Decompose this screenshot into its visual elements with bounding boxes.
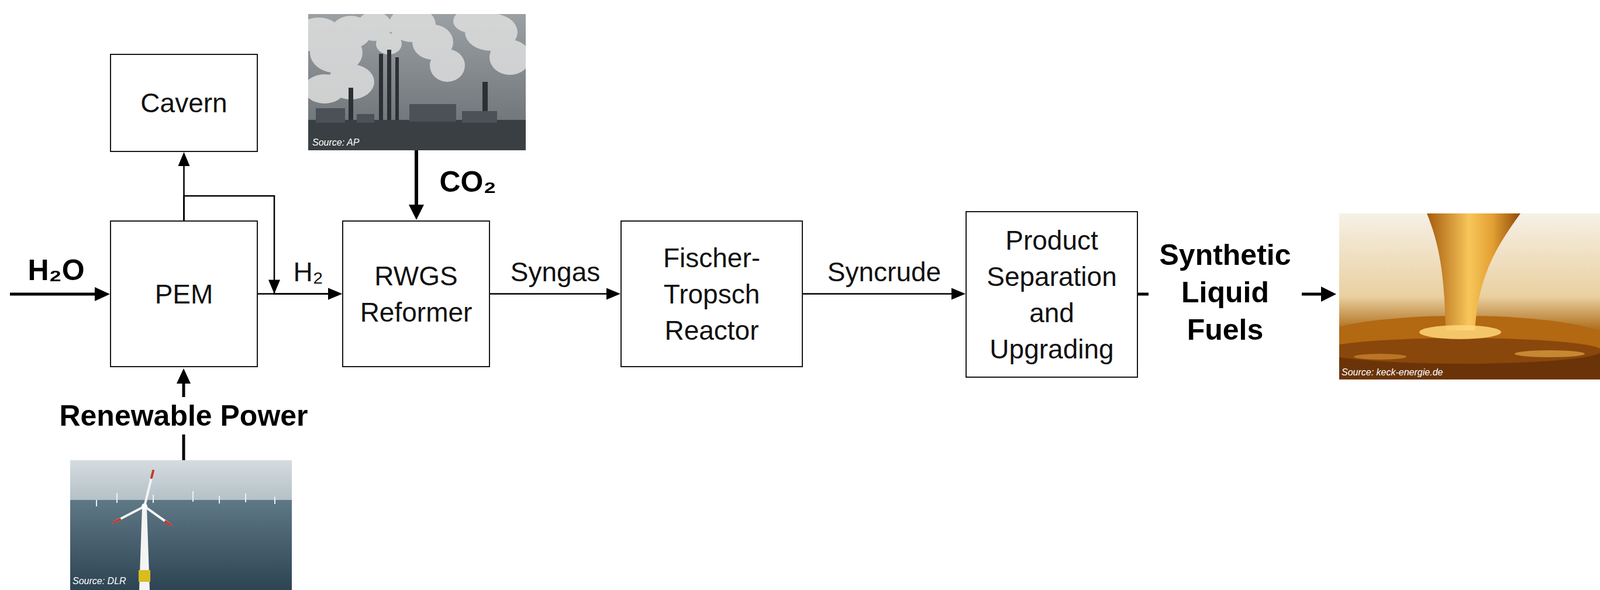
oil-photo (1339, 213, 1600, 380)
input-arrows-part (408, 204, 424, 220)
factory-photo-part-part (395, 57, 399, 131)
wind-turbine-photo-part (70, 460, 292, 502)
factory-photo-part-part (489, 39, 526, 75)
input-arrows-part (1321, 286, 1337, 302)
factory-photo-part-part (308, 74, 346, 104)
wind-turbine-photo-part-part (95, 500, 98, 507)
factory-photo-part-part (409, 104, 457, 122)
arrowhead (328, 288, 343, 300)
wind-turbine-photo-part-part (152, 494, 154, 503)
input-arrows-part (414, 150, 419, 210)
wind-turbine-photo-part (138, 570, 151, 582)
input-label: H₂O (27, 251, 85, 289)
connector (490, 288, 621, 300)
input-arrows-part (94, 287, 110, 302)
oil-photo-part (1353, 353, 1407, 360)
connector (802, 288, 966, 300)
photo-credit: Source: DLR (72, 576, 127, 587)
arrowhead (951, 288, 966, 300)
process-box: Fischer-Tropsch Reactor (620, 220, 803, 368)
box-label: Product Separation and Upgrading (973, 222, 1130, 368)
process-box: RWGS Reformer (342, 220, 491, 368)
oil-photo-part (1426, 213, 1521, 331)
wind-turbine-photo-part (114, 470, 171, 526)
storage-box: Cavern (109, 53, 258, 153)
input-label: Renewable Power (55, 397, 312, 435)
wind-turbine-photo-part-part (245, 493, 247, 503)
box-label: RWGS Reformer (350, 257, 482, 331)
factory-photo-part (308, 14, 526, 104)
arrowhead (268, 280, 281, 295)
factory-photo (308, 14, 526, 151)
input-label: CO₂ (439, 163, 496, 201)
factory-photo-part (315, 104, 498, 123)
oil-photo-part (1514, 350, 1585, 358)
oil-photo-part (1419, 325, 1502, 340)
wind-turbine-photo-part-part (114, 519, 120, 523)
wind-turbine-photo-part (141, 503, 148, 510)
wind-turbine-photo-part-part (144, 506, 171, 526)
wind-turbine-photo-part (96, 491, 275, 507)
wind-turbine-photo (70, 460, 292, 590)
wind-turbine-photo-part-part (274, 497, 276, 505)
output-label: Synthetic Liquid Fuels (1148, 236, 1302, 349)
arrowhead (328, 288, 343, 300)
wind-turbine-photo-part-part (144, 470, 154, 507)
process-box: Product Separation and Upgrading (965, 211, 1139, 378)
factory-photo-part-part (356, 114, 375, 123)
photo-credit: Source: keck-energie.de (1341, 367, 1443, 378)
factory-photo-part-part (429, 49, 465, 82)
connector-line (490, 292, 614, 295)
wind-turbine-photo-part-part (114, 506, 145, 523)
wind-turbine-photo-part-part (116, 492, 118, 503)
wind-turbine-photo-part (70, 500, 292, 590)
wind-turbine-photo-part-part (192, 491, 194, 502)
photo-credit: Source: AP (312, 137, 360, 148)
factory-photo-part-part (387, 49, 392, 132)
wind-turbine-photo-part-part (151, 470, 154, 478)
wind-turbine-photo-part-part (218, 495, 220, 504)
factory-photo-part-part (315, 108, 346, 123)
factory-photo-part-part (453, 14, 489, 33)
box-label: Fischer-Tropsch Reactor (628, 239, 795, 349)
wind-turbine-photo-part-part (165, 521, 171, 526)
oil-photo-part (1339, 338, 1600, 364)
arrowhead (606, 288, 621, 300)
input-arrows (9, 150, 1337, 461)
flow-label: H₂ (290, 255, 326, 289)
connector-line (802, 292, 959, 295)
factory-photo-part (308, 119, 526, 151)
wind-turbine-photo-part (139, 507, 150, 590)
arrowhead (178, 152, 191, 167)
factory-photo-part-part (461, 111, 498, 123)
factory-photo-part-part (378, 53, 384, 130)
process-box: PEM (109, 220, 258, 368)
wind-turbine-photo-part (114, 470, 171, 526)
input-arrows-part (9, 292, 100, 296)
flow-label: Syncrude (825, 255, 944, 289)
box-label: Cavern (140, 84, 227, 122)
box-label: PEM (154, 276, 214, 313)
flow-label: Syngas (508, 255, 603, 289)
input-arrows-part (176, 368, 191, 384)
